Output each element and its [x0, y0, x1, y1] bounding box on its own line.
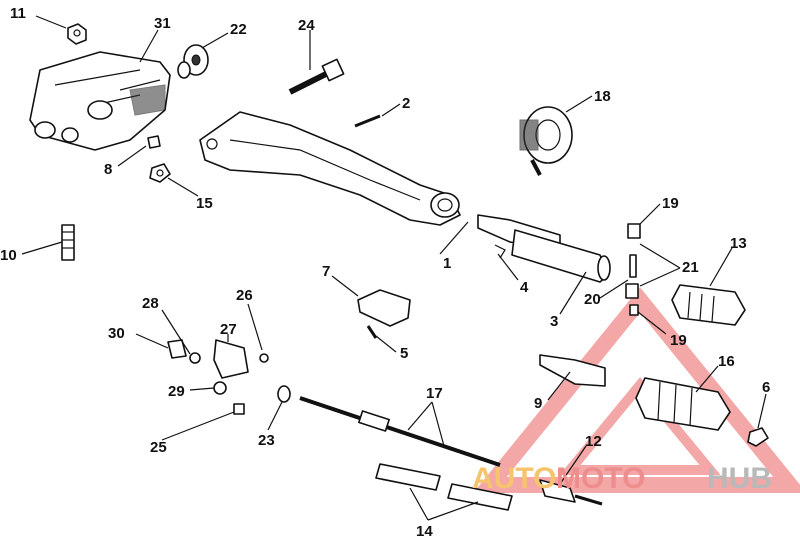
callout-15: 15: [196, 195, 213, 212]
watermark-text: AUTO MOTO HUB: [472, 462, 772, 495]
callout-18: 18: [594, 88, 611, 105]
part-31-bracket: [29, 51, 171, 151]
part-27-lever: [213, 339, 249, 379]
part-9-connector: [539, 354, 606, 387]
part-17-cable: [299, 396, 501, 467]
callout-8: 8: [104, 161, 112, 178]
callout-21: 21: [682, 259, 699, 276]
callout-6: 6: [762, 379, 770, 396]
callout-4: 4: [520, 279, 529, 296]
part-11-nut: [67, 23, 87, 45]
callout-9: 9: [534, 395, 542, 412]
watermark-hub: HUB: [707, 462, 772, 495]
part-3-throttle-tube: [511, 229, 611, 283]
part-30-clip: [167, 339, 187, 359]
callout-30: 30: [108, 325, 125, 342]
callout-14: 14: [416, 523, 433, 538]
part-7-plate: [357, 289, 411, 327]
callout-31: 31: [154, 15, 171, 32]
part-28-washer: [189, 352, 201, 364]
callout-5: 5: [400, 345, 408, 362]
callout-25: 25: [150, 439, 167, 456]
part-15-nut: [149, 163, 171, 183]
callout-29: 29: [168, 383, 185, 400]
callout-7: 7: [322, 263, 330, 280]
part-16-throttle-grip: [635, 377, 731, 431]
part-6-nut: [747, 427, 769, 447]
callout-numbers: 11 31 22 24 2 18 8 15 10 1 19 13 21 4 20…: [0, 5, 770, 538]
callout-24: 24: [298, 17, 315, 34]
callout-20: 20: [584, 291, 601, 308]
callout-22: 22: [230, 21, 247, 38]
callout-27: 27: [220, 321, 237, 338]
part-22-washer: [177, 44, 209, 79]
callout-1: 1: [443, 255, 451, 272]
watermark-moto: MOTO: [556, 462, 645, 495]
callout-3: 3: [550, 313, 558, 330]
part-19-top: [627, 223, 641, 239]
part-24-bolt: [288, 58, 345, 95]
callout-12: 12: [585, 433, 602, 450]
part-19-bottom: [629, 304, 639, 316]
part-10-bolt: [61, 224, 75, 261]
leader-lines: [21, 15, 767, 521]
part-18-friction-block: [519, 106, 573, 176]
callout-10: 10: [0, 247, 17, 264]
part-1-tiller-arm: [199, 111, 461, 226]
part-8-screw: [147, 135, 161, 149]
callout-19-bottom: 19: [670, 332, 687, 349]
callout-13: 13: [730, 235, 747, 252]
callout-28: 28: [142, 295, 159, 312]
callout-19-top: 19: [662, 195, 679, 212]
part-20-spring: [625, 254, 639, 299]
callout-11: 11: [10, 5, 26, 22]
part-12-fitting: [539, 479, 603, 506]
callout-23: 23: [258, 432, 275, 449]
part-13-grip: [671, 284, 746, 326]
callout-17: 17: [426, 385, 443, 402]
callout-26: 26: [236, 287, 253, 304]
part-5-screw: [366, 325, 378, 339]
part-29-nut: [213, 381, 227, 395]
watermark-auto: AUTO: [472, 462, 556, 495]
part-23-bushing: [277, 385, 291, 403]
part-25-screw: [233, 403, 245, 415]
callout-2: 2: [402, 95, 410, 112]
part-26-washer: [259, 353, 269, 363]
callout-16: 16: [718, 353, 735, 370]
part-14-sleeves: [375, 463, 513, 511]
part-2-pin: [354, 114, 381, 128]
